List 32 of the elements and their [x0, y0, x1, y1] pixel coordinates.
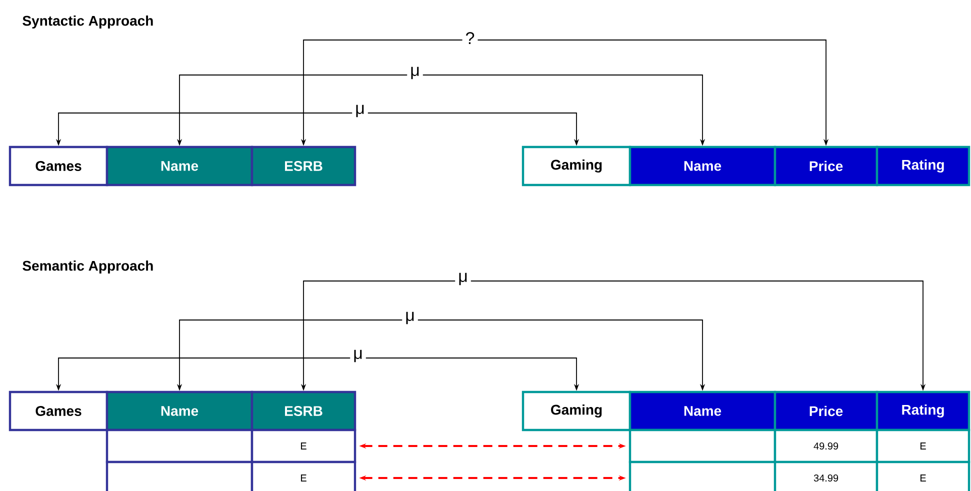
header-cell: Price — [774, 146, 878, 186]
header-cell: Name — [628, 146, 776, 186]
table-cell: 49.99 — [774, 428, 878, 464]
header-cell: Gaming — [522, 390, 632, 432]
table-cell: E — [250, 460, 356, 491]
header-cell: ESRB — [250, 390, 356, 432]
table-cell — [628, 428, 776, 464]
edge-label: μ — [352, 102, 368, 120]
edge-label: μ — [350, 346, 366, 366]
header-cell: Name — [106, 390, 254, 432]
table-cell — [106, 428, 254, 464]
header-cell: Games — [8, 146, 108, 186]
edge-label: μ — [407, 64, 423, 82]
edge-label: μ — [455, 270, 471, 288]
header-cell: ESRB — [250, 146, 356, 186]
edge-label: ? — [462, 29, 478, 47]
section-heading: Syntactic Approach — [22, 15, 153, 29]
table-cell — [106, 460, 254, 491]
header-cell: Price — [774, 390, 878, 432]
table-cell: E — [876, 460, 970, 491]
header-cell: Name — [628, 390, 776, 432]
table-cell: E — [250, 428, 356, 464]
edge-label: μ — [402, 308, 418, 328]
header-cell: Rating — [876, 390, 970, 432]
header-cell: Name — [106, 146, 254, 186]
table-cell: E — [876, 428, 970, 464]
header-cell: Rating — [876, 146, 970, 186]
section-heading: Semantic Approach — [22, 260, 153, 274]
header-cell: Games — [8, 390, 108, 432]
header-cell: Gaming — [522, 146, 632, 186]
table-cell: 34.99 — [774, 460, 878, 491]
table-cell — [628, 460, 776, 491]
